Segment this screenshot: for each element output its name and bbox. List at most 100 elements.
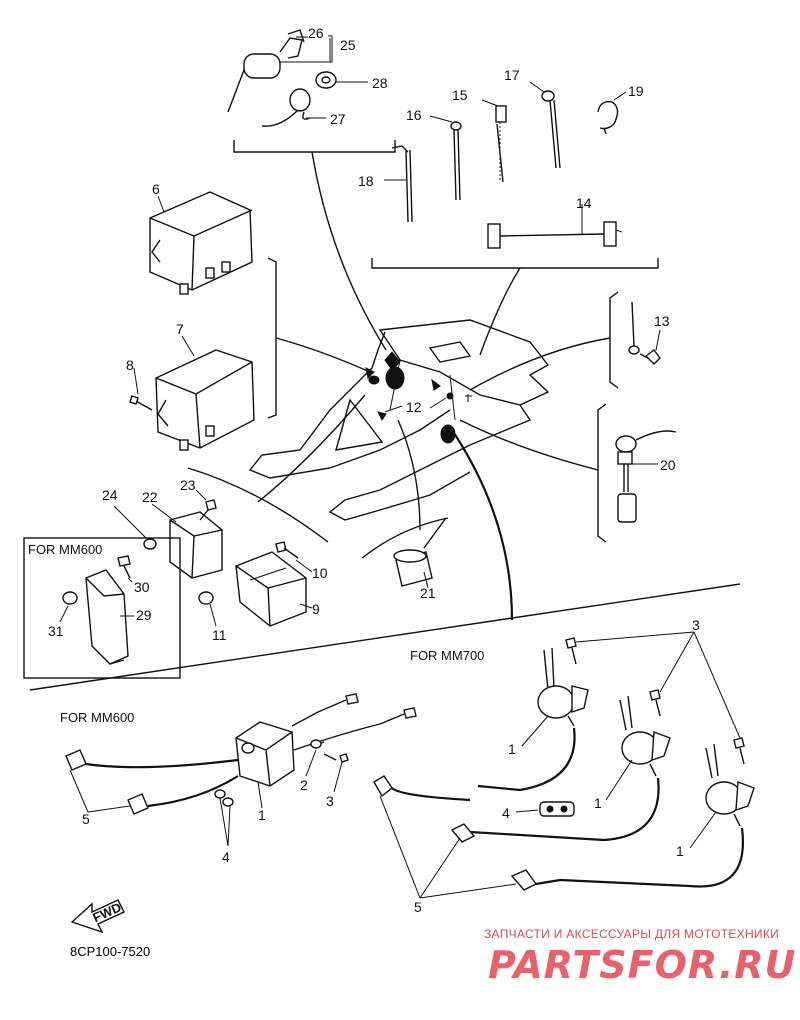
group-bracket-left: [267, 257, 277, 419]
bolt-10: [275, 541, 299, 559]
callout-25: 25: [340, 37, 356, 53]
leader-11: [209, 603, 217, 627]
leader-21: [397, 419, 421, 531]
leader-21-callout: [423, 571, 429, 589]
fuse-holder-14: [487, 221, 623, 249]
diagram-code: 8CP100-7520: [70, 944, 150, 959]
callout-20: 20: [660, 457, 676, 473]
callout-28: 28: [372, 75, 388, 91]
group-bracket-cable-ties: [371, 258, 659, 269]
leader-mm600-5: [69, 769, 131, 813]
callout-4-mm600: 4: [222, 849, 230, 865]
regulator-9: [235, 551, 307, 627]
screw-8: [129, 395, 153, 411]
mm600-ignition-coil: [235, 693, 417, 787]
leader-mm700: [451, 429, 514, 621]
sensor-20: [615, 430, 677, 523]
group-bracket-right-20: [597, 403, 607, 543]
callout-24: 24: [102, 487, 118, 503]
bolt-23: [199, 499, 217, 521]
callout-14: 14: [576, 195, 592, 211]
callout-1-mm700-a: 1: [508, 741, 516, 757]
callout-18: 18: [358, 173, 374, 189]
leader-mm700-1c: [689, 811, 717, 849]
leader-lower-left: [257, 394, 366, 503]
callout-13: 13: [654, 313, 670, 329]
callout-3-mm700: 3: [692, 617, 700, 633]
callout-4-mm700: 4: [502, 805, 510, 821]
fwd-label: FWD: [90, 899, 123, 925]
callout-19: 19: [628, 83, 644, 99]
chassis-frame: [248, 319, 550, 521]
leader-mm700-1b: [605, 759, 633, 801]
mm700-coil-bolts: [565, 637, 745, 765]
callout-2-mm600: 2: [300, 777, 308, 793]
leader-mm600-1: [257, 781, 263, 809]
leader-right-20: [459, 419, 599, 471]
callout-5-mm700: 5: [414, 899, 422, 915]
callout-5-mm600: 5: [82, 811, 90, 827]
leader-17: [529, 81, 545, 93]
mm600-box: [23, 537, 181, 679]
indicator-light: [261, 88, 311, 127]
watermark: ЗАПЧАСТИ И АКСЕССУАРЫ ДЛЯ МОТОТЕХНИКИ PA…: [484, 927, 796, 987]
leader-mm700-5: [379, 795, 517, 899]
leader-25: [280, 38, 331, 63]
leader-9: [299, 603, 313, 609]
callout-12: 12: [406, 399, 422, 415]
callout-27: 27: [330, 111, 346, 127]
callout-29: 29: [136, 607, 152, 623]
callout-1-mm600: 1: [258, 807, 266, 823]
callout-11: 11: [212, 627, 227, 643]
mm700-spark-plug-caps: [373, 775, 561, 891]
key-switch-assembly: [227, 29, 305, 113]
leader-mm600-2: [305, 749, 317, 777]
group-bracket-lower-left: [187, 467, 329, 543]
callout-1-mm700-b: 1: [594, 795, 602, 811]
leader-16: [429, 115, 453, 123]
regulator-29: [85, 569, 129, 665]
leader-left-group: [275, 337, 371, 373]
rectifier-22: [169, 511, 223, 579]
cdi-unit-6: [149, 191, 253, 295]
leader-30: [127, 577, 133, 583]
callout-3-mm600: 3: [326, 793, 334, 809]
switch-nut: [315, 71, 337, 89]
leader-7: [181, 335, 195, 357]
leader-mm600-4: [219, 797, 231, 847]
callout-16: 16: [406, 107, 422, 123]
capacitor-21: [393, 517, 447, 587]
mm700-ignition-coil-a: [477, 647, 589, 792]
cable-clip-15: [495, 105, 507, 183]
leader-23: [195, 489, 207, 501]
callout-6: 6: [152, 181, 160, 197]
leader-6: [157, 195, 165, 213]
leader-12b: [429, 397, 447, 409]
watermark-brand: PARTSFOR.RU: [488, 943, 796, 987]
callout-21: 21: [420, 585, 436, 601]
callout-7: 7: [176, 321, 184, 337]
leader-19: [613, 91, 627, 101]
leader-mm700-1a: [521, 715, 549, 747]
leader-10: [295, 559, 313, 573]
section-label-mm700: FOR MM700: [410, 648, 484, 663]
leader-8: [133, 367, 139, 395]
callout-22: 22: [142, 489, 158, 505]
section-label-mm600-lower: FOR MM600: [60, 710, 134, 725]
callout-30: 30: [134, 579, 150, 595]
leader-right-13: [469, 337, 611, 391]
callout-23: 23: [180, 477, 196, 493]
watermark-tagline: ЗАПЧАСТИ И АКСЕССУАРЫ ДЛЯ МОТОТЕХНИКИ: [484, 927, 779, 941]
cdi-unit-7: [155, 349, 255, 451]
callout-1-mm700-c: 1: [676, 843, 684, 859]
leader-31: [59, 605, 69, 623]
leader-mm600-3: [333, 761, 343, 793]
wire-clamp-19: [597, 101, 619, 135]
mm600-screw-3: [323, 753, 349, 763]
leader-15: [481, 99, 499, 107]
group-bracket-right-13: [609, 291, 619, 389]
bracket-25: [328, 35, 333, 63]
nut-24: [143, 538, 157, 550]
nut-11: [198, 591, 214, 605]
